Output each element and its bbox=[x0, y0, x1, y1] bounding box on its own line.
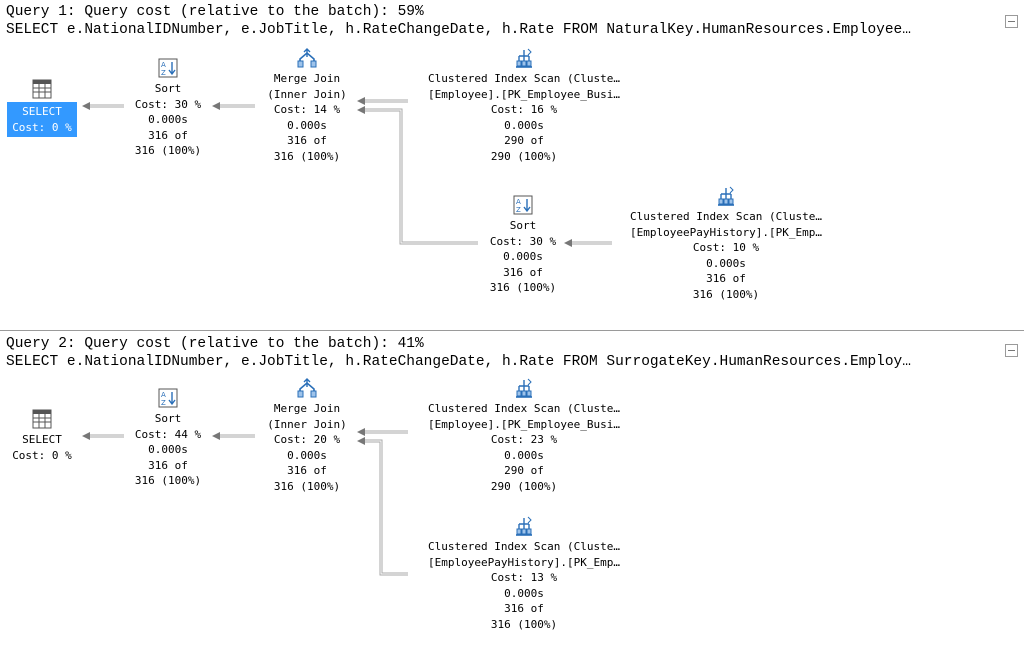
select-node-name: SELECT bbox=[22, 105, 62, 118]
query-2-pane: Query 2: Query cost (relative to the bat… bbox=[0, 330, 1024, 650]
merge-join-icon bbox=[297, 378, 317, 398]
plan-node-merge-join[interactable]: Merge Join (Inner Join) Cost: 14 % 0.000… bbox=[252, 47, 362, 164]
merge-node-type: (Inner Join) bbox=[267, 417, 347, 431]
sort-node-name: Sort bbox=[509, 219, 537, 232]
scan-node-rows: 316 of bbox=[504, 602, 544, 615]
plan-node-sort[interactable]: A Z Sort Cost: 30 % 0.000s 316 of 316 (1… bbox=[118, 57, 218, 159]
clustered-index-scan-icon bbox=[516, 516, 532, 536]
result-grid-icon bbox=[32, 79, 52, 99]
scan-node-time: 0.000s bbox=[706, 256, 746, 270]
sort-node-pct: 316 (100%) bbox=[134, 474, 202, 487]
merge-node-rows: 316 of bbox=[287, 134, 327, 147]
sort-node-time: 0.000s bbox=[148, 443, 188, 456]
query-1-pane: Query 1: Query cost (relative to the bat… bbox=[0, 0, 1024, 302]
scan-node-name: Clustered Index Scan (Cluste… bbox=[427, 540, 621, 553]
plan-node-clustered-index-scan-payhistory[interactable]: Clustered Index Scan (Cluste… [EmployeeP… bbox=[408, 515, 640, 632]
sort-node-name: Sort bbox=[154, 412, 182, 425]
plan-node-merge-join[interactable]: Merge Join (Inner Join) Cost: 20 % 0.000… bbox=[252, 377, 362, 494]
merge-node-name: Merge Join bbox=[273, 72, 341, 85]
select-node-label: SELECT Cost: 0 % bbox=[7, 102, 77, 137]
query-2-plan-arrows bbox=[82, 428, 408, 576]
sort-node-pct: 316 (100%) bbox=[134, 144, 202, 157]
scan-node-time: 0.000s bbox=[504, 448, 544, 462]
sort-node-cost: Cost: 30 % bbox=[489, 234, 557, 248]
merge-node-cost: Cost: 14 % bbox=[273, 103, 341, 116]
scan-node-pct: 316 (100%) bbox=[692, 287, 760, 301]
svg-text:Z: Z bbox=[161, 399, 166, 407]
sort-node-cost: Cost: 44 % bbox=[134, 427, 202, 441]
svg-text:A: A bbox=[516, 198, 521, 206]
sort-az-icon: A Z bbox=[513, 195, 533, 215]
scan-node-rows: 316 of bbox=[706, 272, 746, 285]
scan-node-rows: 290 of bbox=[504, 134, 544, 147]
sort-az-icon: A Z bbox=[158, 58, 178, 78]
clustered-index-scan-icon bbox=[516, 48, 532, 68]
sort-node-name: Sort bbox=[154, 82, 182, 95]
scan-node-name: Clustered Index Scan (Cluste… bbox=[629, 210, 823, 223]
scan-node-pct: 290 (100%) bbox=[490, 479, 558, 493]
result-grid-icon bbox=[32, 409, 52, 429]
merge-node-time: 0.000s bbox=[287, 118, 327, 132]
svg-text:Z: Z bbox=[161, 69, 166, 77]
select-node-cost: Cost: 0 % bbox=[12, 448, 72, 462]
merge-node-type: (Inner Join) bbox=[267, 87, 347, 101]
clustered-index-scan-icon bbox=[718, 186, 734, 206]
sort-node-rows: 316 of bbox=[503, 265, 543, 279]
scan-node-pct: 290 (100%) bbox=[490, 149, 558, 163]
scan-node-object: [EmployeePayHistory].[PK_Emp… bbox=[629, 225, 823, 239]
query-1-header: Query 1: Query cost (relative to the bat… bbox=[0, 0, 1024, 42]
sort-node-pct: 316 (100%) bbox=[489, 281, 557, 294]
sort-node-rows: 316 of bbox=[148, 128, 188, 142]
svg-text:A: A bbox=[161, 61, 166, 69]
svg-text:Z: Z bbox=[516, 206, 521, 214]
sort-az-icon: A Z bbox=[158, 388, 178, 408]
merge-join-icon bbox=[297, 48, 317, 68]
query-2-cost-label: Query 2: Query cost (relative to the bat… bbox=[6, 336, 424, 352]
scan-node-object: [Employee].[PK_Employee_Busi… bbox=[427, 417, 621, 431]
plan-node-select[interactable]: SELECT Cost: 0 % bbox=[0, 408, 84, 463]
scan-node-cost: Cost: 16 % bbox=[490, 103, 558, 116]
select-node-cost: Cost: 0 % bbox=[12, 120, 72, 134]
plan-node-sort[interactable]: A Z Sort Cost: 44 % 0.000s 316 of 316 (1… bbox=[118, 387, 218, 489]
plan-node-clustered-index-scan-payhistory[interactable]: Clustered Index Scan (Cluste… [EmployeeP… bbox=[610, 185, 842, 302]
query-1-collapse-button[interactable] bbox=[1005, 15, 1018, 28]
select-node-name: SELECT bbox=[22, 433, 62, 446]
query-1-cost-label: Query 1: Query cost (relative to the bat… bbox=[6, 4, 424, 20]
scan-node-name: Clustered Index Scan (Cluste… bbox=[427, 72, 621, 85]
scan-node-time: 0.000s bbox=[504, 118, 544, 132]
scan-node-pct: 316 (100%) bbox=[490, 617, 558, 631]
sort-node-time: 0.000s bbox=[148, 113, 188, 126]
scan-node-time: 0.000s bbox=[504, 586, 544, 600]
plan-node-select[interactable]: SELECT Cost: 0 % bbox=[0, 78, 84, 137]
sort-node-cost: Cost: 30 % bbox=[134, 97, 202, 111]
merge-node-time: 0.000s bbox=[287, 448, 327, 462]
scan-node-object: [Employee].[PK_Employee_Busi… bbox=[427, 87, 621, 101]
merge-node-rows: 316 of bbox=[287, 464, 327, 477]
merge-node-pct: 316 (100%) bbox=[273, 149, 341, 163]
plan-node-clustered-index-scan-employee[interactable]: Clustered Index Scan (Cluste… [Employee]… bbox=[408, 377, 640, 494]
query-1-plan-arrows bbox=[82, 97, 612, 247]
pane-separator bbox=[0, 330, 1024, 331]
clustered-index-scan-icon bbox=[516, 378, 532, 398]
scan-node-rows: 290 of bbox=[504, 464, 544, 477]
scan-node-cost: Cost: 23 % bbox=[490, 433, 558, 446]
sort-node-rows: 316 of bbox=[148, 458, 188, 472]
scan-node-name: Clustered Index Scan (Cluste… bbox=[427, 402, 621, 415]
merge-node-name: Merge Join bbox=[273, 402, 341, 415]
svg-text:A: A bbox=[161, 391, 166, 399]
plan-node-clustered-index-scan-employee[interactable]: Clustered Index Scan (Cluste… [Employee]… bbox=[408, 47, 640, 164]
merge-node-cost: Cost: 20 % bbox=[273, 433, 341, 446]
query-2-collapse-button[interactable] bbox=[1005, 344, 1018, 357]
scan-node-cost: Cost: 10 % bbox=[692, 241, 760, 254]
merge-node-pct: 316 (100%) bbox=[273, 479, 341, 493]
scan-node-object: [EmployeePayHistory].[PK_Emp… bbox=[427, 555, 621, 569]
plan-node-sort-2[interactable]: A Z Sort Cost: 30 % 0.000s 316 of 316 (1… bbox=[473, 194, 573, 296]
sort-node-time: 0.000s bbox=[503, 250, 543, 263]
query-2-header: Query 2: Query cost (relative to the bat… bbox=[0, 332, 1024, 374]
scan-node-cost: Cost: 13 % bbox=[490, 571, 558, 584]
